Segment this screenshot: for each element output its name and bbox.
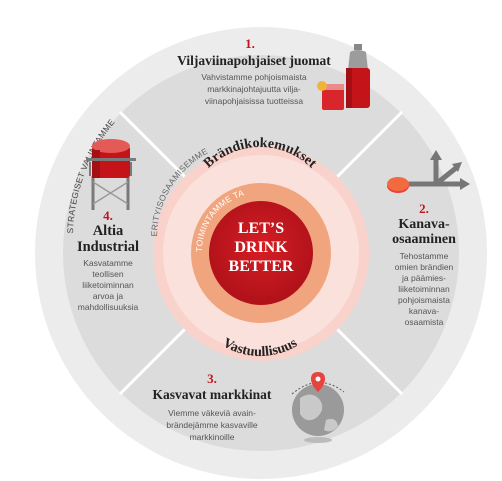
- segment-2-body-line-3: ja päämies-: [401, 273, 446, 283]
- segment-4-title-line-1: Altia: [93, 223, 124, 239]
- segment-4-number: 4.: [103, 208, 113, 223]
- segment-grain-spirits: 1. Viljaviinapohjaiset juomat Vahvistamm…: [177, 36, 370, 110]
- segment-2-body-line-2: omien brändien: [395, 262, 454, 272]
- segment-4-body-line-5: mahdollisuuksia: [78, 302, 139, 312]
- bottle-and-glass-icon: [317, 44, 370, 110]
- distillery-tank-icon: [86, 139, 136, 210]
- segment-1-body-line-3: viinapohjaisissa tuotteissa: [205, 96, 304, 106]
- segment-3-body-line-3: markkinoille: [190, 432, 235, 442]
- segment-markets: 3. Kasvavat markkinat Viemme väkeviä ava…: [153, 371, 345, 443]
- segment-2-title-line-2: osaaminen: [392, 232, 456, 247]
- segment-2-title-line-1: Kanava-: [398, 217, 450, 232]
- segment-channel: 2. Kanava- osaaminen Tehostamme omien br…: [387, 150, 470, 327]
- core-circle: [209, 201, 313, 305]
- segment-1-body-line-1: Vahvistamme pohjoismaista: [201, 72, 306, 82]
- core-line-2: DRINK: [234, 239, 288, 256]
- segment-2-body-line-7: osaamista: [405, 317, 444, 327]
- segment-4-body-line-3: liiketoiminnan: [82, 280, 134, 290]
- segment-3-body-line-1: Viemme väkeviä avain-: [168, 408, 256, 418]
- segment-3-title: Kasvavat markkinat: [153, 387, 272, 402]
- segment-4-body-line-2: teollisen: [92, 269, 123, 279]
- segment-1-title: Viljaviinapohjaiset juomat: [177, 53, 331, 68]
- core-line-1: LET’S: [238, 220, 284, 237]
- branching-arrows-icon: [387, 150, 470, 193]
- segment-4-body-line-4: arvoa ja: [93, 291, 124, 301]
- segment-2-body-line-1: Tehostamme: [400, 251, 449, 261]
- segment-2-number: 2.: [419, 201, 429, 216]
- segment-1-body-line-2: markkinajohtajuutta vilja-: [207, 84, 301, 94]
- segment-3-number: 3.: [207, 371, 217, 386]
- segment-4-title-line-2: Industrial: [77, 239, 139, 255]
- segment-2-body-line-5: pohjoismaista: [398, 295, 450, 305]
- segment-industrial: 4. Altia Industrial Kasvatamme teollisen…: [77, 139, 139, 312]
- segment-3-body-line-2: brändejämme kasvaville: [166, 420, 257, 430]
- segment-4-body-line-1: Kasvatamme: [83, 258, 133, 268]
- segment-1-number: 1.: [245, 36, 255, 51]
- globe-with-pin-icon: [291, 372, 345, 443]
- core-line-3: BETTER: [229, 258, 294, 275]
- segment-2-body-line-6: kanava-: [409, 306, 439, 316]
- segment-2-body-line-4: liiketoiminnan: [398, 284, 450, 294]
